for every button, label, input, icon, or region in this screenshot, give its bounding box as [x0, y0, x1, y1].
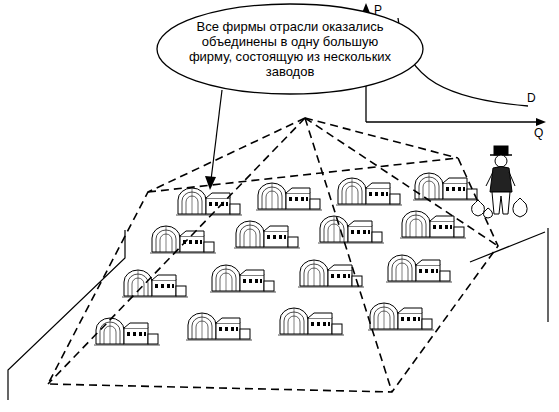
axis-label: Q [534, 127, 543, 140]
axis-label: D [527, 92, 536, 105]
callout-arrow [205, 90, 222, 190]
axis-label: P [374, 4, 382, 17]
ground-fence [8, 228, 548, 400]
capitalist-figure [472, 146, 528, 218]
callout-ellipse: Все фирмы отрасли оказались объединены в… [156, 3, 424, 95]
callout-text: Все фирмы отрасли оказались объединены в… [187, 19, 393, 79]
pyramid-outline [48, 118, 498, 392]
factory-grid [94, 173, 479, 345]
